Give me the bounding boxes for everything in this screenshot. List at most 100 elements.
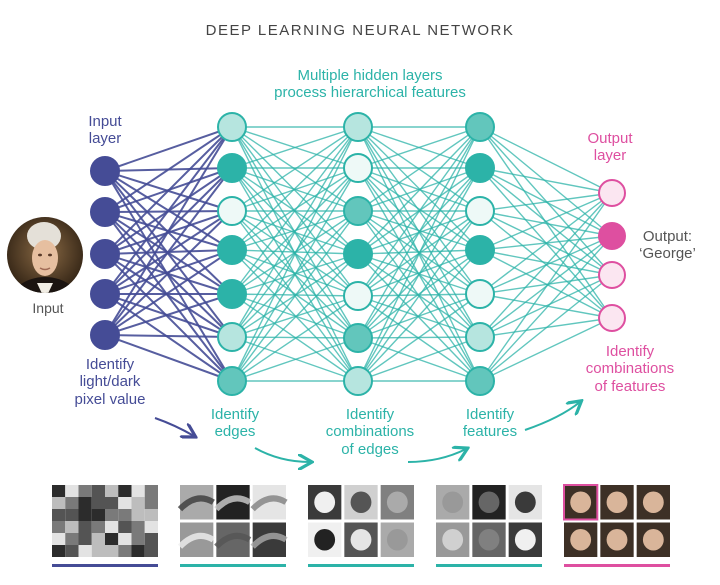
- stage-bar-features: [436, 564, 542, 567]
- connection-3-3-2: [479, 249, 613, 276]
- stage-bar-edges: [180, 564, 286, 567]
- connection-2-0-3: [357, 126, 481, 251]
- connection-2-6-2: [357, 210, 481, 382]
- thumbnail-pixel-grid: [52, 485, 158, 567]
- neuron-hidden-2-1: [343, 153, 373, 183]
- connection-3-5-0: [479, 192, 613, 338]
- connection-0-0-0: [104, 126, 233, 172]
- connection-3-3-0: [479, 192, 613, 251]
- stage-label-features: Identify features: [462, 406, 518, 441]
- stage-bar-pixel-grid: [52, 564, 158, 567]
- neuron-input-4: [90, 320, 120, 350]
- connection-0-4-5: [104, 334, 233, 338]
- neuron-hidden-3-4: [465, 279, 495, 309]
- connection-1-6-4: [231, 295, 359, 382]
- connection-2-6-3: [357, 249, 481, 382]
- connection-2-6-5: [357, 336, 481, 382]
- neuron-hidden-2-5: [343, 323, 373, 353]
- connection-2-3-0: [357, 126, 481, 255]
- connection-0-3-0: [104, 126, 233, 295]
- connection-3-6-3: [479, 317, 613, 382]
- connection-1-2-1: [231, 167, 359, 212]
- connection-1-6-0: [231, 126, 359, 382]
- connection-3-1-0: [479, 167, 613, 194]
- neuron-hidden-1-5: [217, 322, 247, 352]
- connection-0-4-3: [104, 249, 233, 336]
- neuron-hidden-1-6: [217, 366, 247, 396]
- neuron-output-2: [598, 261, 626, 289]
- stage-bar-edge-combinations: [308, 564, 414, 567]
- arrow-to-edge-combinations: [254, 447, 310, 462]
- connection-1-5-0: [231, 126, 359, 338]
- connection-1-3-5: [231, 249, 359, 339]
- connection-3-2-0: [479, 192, 613, 212]
- connection-0-4-0: [104, 126, 233, 336]
- neuron-hidden-3-6: [465, 366, 495, 396]
- connection-0-4-2: [104, 210, 233, 336]
- stage-label-pixel-values: Identify light/dark pixel value: [74, 356, 146, 408]
- neuron-hidden-2-2: [343, 196, 373, 226]
- thumbnail-edge-combinations: [308, 485, 414, 567]
- connection-1-2-0: [231, 126, 359, 212]
- neuron-output-1: [598, 222, 626, 250]
- connection-0-4-1: [104, 167, 233, 336]
- connection-3-2-1: [479, 210, 613, 237]
- connection-1-4-0: [231, 126, 359, 295]
- connection-2-5-0: [357, 126, 481, 339]
- neuron-input-1: [90, 197, 120, 227]
- neuron-hidden-2-4: [343, 281, 373, 311]
- hidden-layers-caption: Multiple hidden layers process hierarchi…: [274, 67, 466, 102]
- connection-1-3-1: [231, 167, 359, 251]
- connection-2-1-3: [357, 167, 481, 251]
- neuron-hidden-1-0: [217, 112, 247, 142]
- input-layer-label: Input layer: [88, 113, 122, 148]
- connection-0-2-6: [104, 253, 233, 382]
- connection-3-6-1: [479, 235, 613, 382]
- connection-2-2-3: [357, 210, 481, 251]
- connection-1-5-4: [231, 295, 359, 338]
- connection-2-2-0: [357, 126, 481, 212]
- neuron-hidden-3-5: [465, 322, 495, 352]
- connection-2-6-4: [357, 293, 481, 382]
- neuron-hidden-1-1: [217, 153, 247, 183]
- neuron-hidden-1-3: [217, 235, 247, 265]
- neurons: [90, 112, 626, 396]
- connection-1-3-0: [231, 126, 359, 251]
- output-value-label: Output: ‘George’: [639, 228, 696, 263]
- stage-bar-faces: [564, 564, 670, 567]
- connection-1-6-3: [231, 253, 359, 382]
- thumbnail-edges: [177, 485, 288, 567]
- connection-1-3-4: [231, 249, 359, 297]
- stage-label-edge-combinations: Identify combinations of edges: [325, 406, 415, 458]
- arrow-to-edges: [154, 417, 194, 436]
- thumbnail-faces: [563, 484, 670, 567]
- neuron-output-0: [598, 179, 626, 207]
- stage-label-feature-combinations: Identify combinations of features: [585, 343, 675, 395]
- arrow-to-features: [407, 449, 466, 463]
- neuron-hidden-2-6: [343, 366, 373, 396]
- connection-2-1-0: [357, 126, 481, 169]
- connection-0-4-6: [104, 334, 233, 382]
- connection-1-1-0: [231, 126, 359, 169]
- arrow-to-feature-combinations: [524, 402, 580, 431]
- connection-3-5-2: [479, 274, 613, 338]
- output-layer-label: Output layer: [587, 130, 633, 165]
- neuron-hidden-2-0: [343, 112, 373, 142]
- stage-label-edges: Identify edges: [210, 406, 260, 441]
- connection-0-1-0: [104, 126, 233, 213]
- connection-3-6-0: [479, 192, 613, 382]
- thumbnail-features: [436, 485, 542, 567]
- neuron-input-3: [90, 279, 120, 309]
- connection-3-6-2: [479, 274, 613, 382]
- connection-0-2-5: [104, 253, 233, 338]
- stage-arrows: [154, 402, 580, 463]
- diagram-title: DEEP LEARNING NEURAL NETWORK: [205, 22, 515, 39]
- connection-0-4-4: [104, 293, 233, 336]
- input-image-label: Input: [32, 300, 64, 316]
- neuron-hidden-3-1: [465, 153, 495, 183]
- neuron-hidden-3-2: [465, 196, 495, 226]
- neuron-hidden-2-3: [343, 239, 373, 269]
- connection-0-0-6: [104, 170, 233, 382]
- connection-3-0-2: [479, 126, 613, 276]
